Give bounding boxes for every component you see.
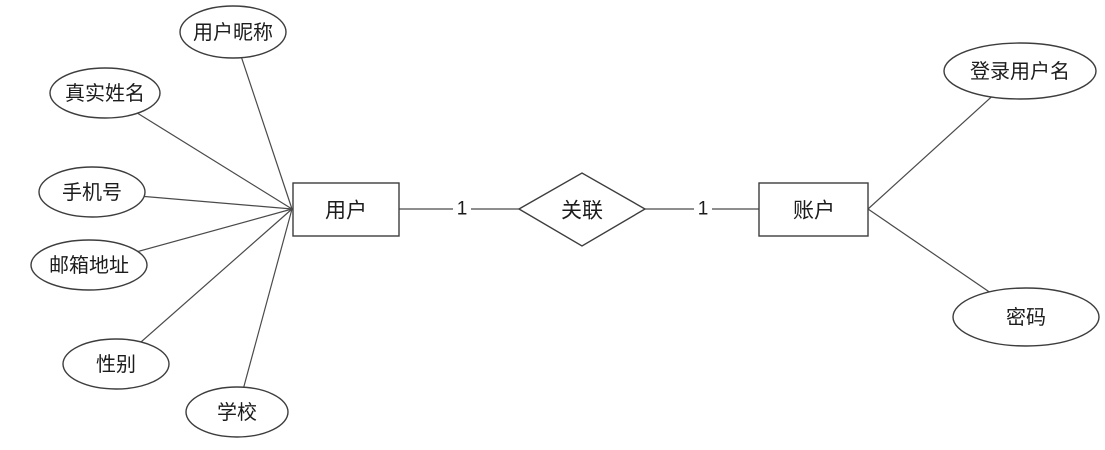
attribute-label-gender: 性别 xyxy=(96,353,136,376)
cardinality-left-gap xyxy=(453,196,471,222)
attribute-label-password: 密码 xyxy=(1006,306,1046,329)
attribute-ellipse-email xyxy=(30,239,148,291)
attribute-ellipse-school xyxy=(185,386,289,438)
connector-user-gender xyxy=(115,208,293,365)
entity-rect-user xyxy=(292,182,400,237)
attribute-ellipse-gender xyxy=(62,338,170,390)
connector-user-school xyxy=(236,208,293,413)
entity-label-user: 用户 xyxy=(325,200,367,223)
relationship-diamond xyxy=(517,172,647,247)
cardinality-right-gap xyxy=(694,196,712,222)
cardinality-label-right: 1 xyxy=(698,199,709,220)
attribute-label-realname: 真实姓名 xyxy=(65,82,145,105)
connector-user-nickname xyxy=(232,31,293,210)
attribute-label-phone: 手机号 xyxy=(62,181,122,204)
relationship-label: 关联 xyxy=(561,200,603,223)
attribute-ellipse-password xyxy=(952,287,1100,347)
cardinality-label-left: 1 xyxy=(457,199,468,220)
attribute-label-email: 邮箱地址 xyxy=(49,254,129,277)
entity-rect-account xyxy=(758,182,869,237)
attribute-ellipse-phone xyxy=(38,166,146,218)
attribute-label-loginname: 登录用户名 xyxy=(970,60,1070,83)
attribute-label-nickname: 用户昵称 xyxy=(193,21,273,44)
attribute-ellipse-loginname xyxy=(943,42,1097,100)
attribute-label-school: 学校 xyxy=(217,401,257,424)
entity-label-account: 账户 xyxy=(793,200,835,223)
attribute-ellipse-realname xyxy=(49,67,161,119)
attribute-ellipse-nickname xyxy=(179,5,287,59)
